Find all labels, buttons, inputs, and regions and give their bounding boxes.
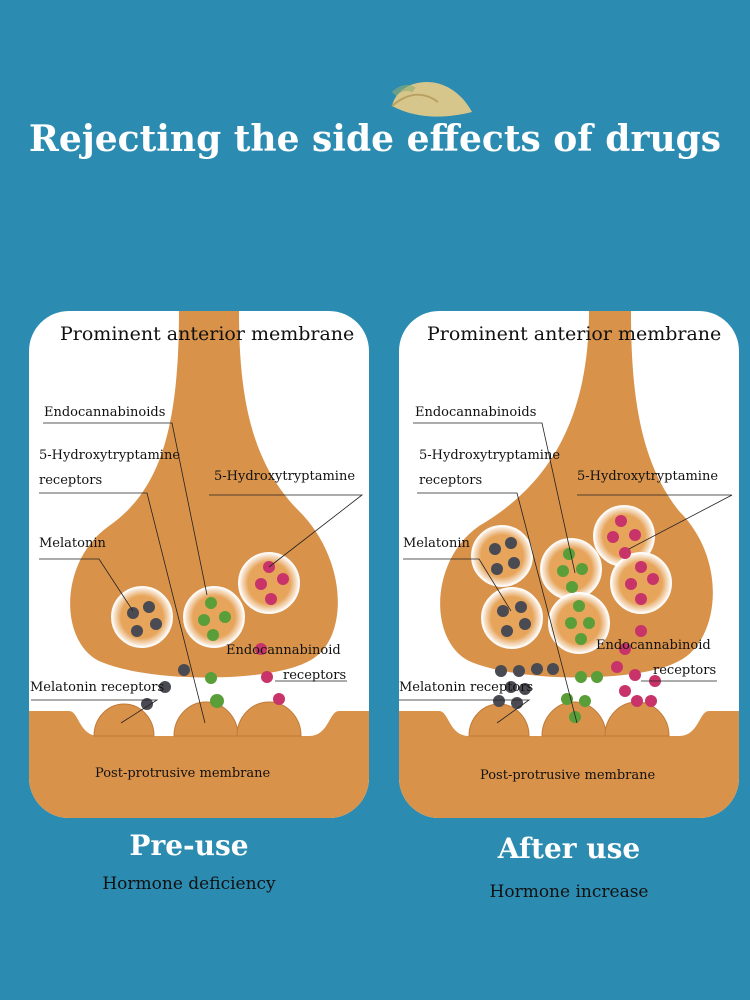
serotonin-label: 5-Hydroxytryptamine	[214, 469, 356, 484]
presynaptic-label: Prominent anterior membrane	[60, 323, 355, 345]
after-use-subcaption: Hormone increase	[489, 882, 649, 902]
synapse-diagram-after	[399, 311, 739, 818]
presynaptic-label: Prominent anterior membrane	[427, 323, 722, 345]
ht-receptors-label-line2: receptors	[419, 473, 483, 488]
ht-receptors-label-line1: 5-Hydroxytryptamine	[39, 448, 181, 463]
after-use-caption: After use	[497, 832, 641, 865]
ecb-receptors-label-line2: receptors	[283, 668, 347, 683]
endocannabinoids-label: Endocannabinoids	[415, 405, 537, 420]
serotonin-label: 5-Hydroxytryptamine	[577, 469, 719, 484]
postsynaptic-label: Post-protrusive membrane	[95, 766, 271, 781]
melatonin-label: Melatonin	[39, 536, 106, 551]
endocannabinoids-label: Endocannabinoids	[44, 405, 166, 420]
ecb-receptors-label-line1: Endocannabinoid	[596, 638, 711, 653]
synapse-diagram-pre	[29, 311, 369, 818]
melatonin-receptors-label: Melatonin receptors	[399, 680, 534, 695]
melatonin-receptors-label: Melatonin receptors	[30, 680, 165, 695]
page-title: Rejecting the side effects of drugs	[28, 118, 722, 160]
ecb-receptors-label-line1: Endocannabinoid	[226, 643, 341, 658]
postsynaptic-label: Post-protrusive membrane	[480, 768, 656, 783]
after-use-panel: Prominent anterior membrane Endocannabin…	[399, 311, 739, 818]
pre-use-panel: Prominent anterior membrane Endocannabin…	[29, 311, 369, 818]
ecb-receptors-label-line2: receptors	[653, 663, 717, 678]
pre-use-subcaption: Hormone deficiency	[102, 874, 276, 894]
leaf-icon	[391, 81, 472, 117]
ht-receptors-label-line2: receptors	[39, 473, 103, 488]
ht-receptors-label-line1: 5-Hydroxytryptamine	[419, 448, 561, 463]
melatonin-label: Melatonin	[403, 536, 470, 551]
pre-use-caption: Pre-use	[129, 829, 249, 862]
